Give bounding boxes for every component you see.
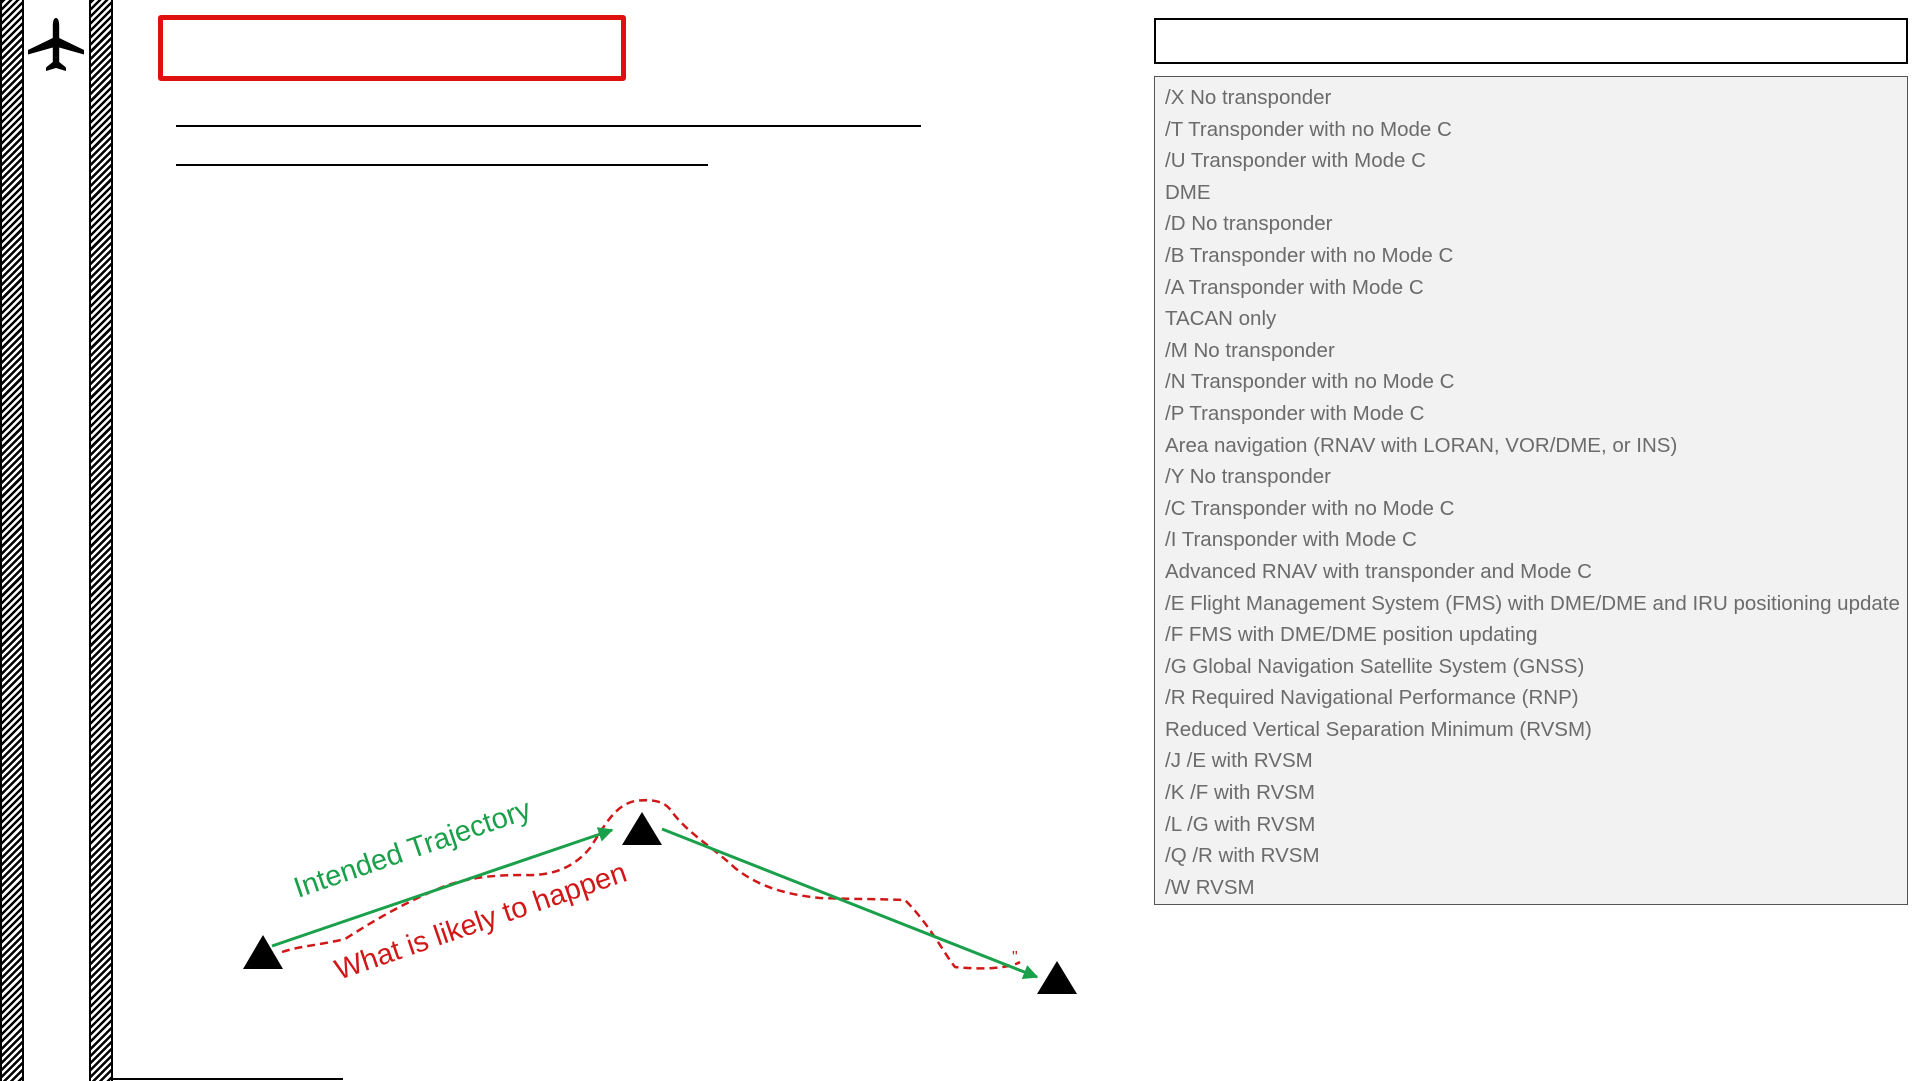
equipment-option[interactable]: /Q /R with RVSM (1165, 844, 1320, 868)
equipment-option[interactable]: /A Transponder with Mode C (1165, 275, 1424, 299)
equipment-option[interactable]: DME (1165, 180, 1211, 204)
equipment-option[interactable]: /G Global Navigation Satellite System (G… (1165, 654, 1585, 678)
blank-line-1 (176, 125, 921, 127)
equipment-option[interactable]: Reduced Vertical Separation Minimum (RVS… (1165, 717, 1592, 741)
blank-line-2 (176, 164, 708, 166)
equipment-option[interactable]: Area navigation (RNAV with LORAN, VOR/DM… (1165, 433, 1678, 457)
likely-path-label: What is likely to happen (331, 857, 631, 987)
equipment-option[interactable]: Advanced RNAV with transponder and Mode … (1165, 559, 1592, 583)
intended-trajectory-label: Intended Trajectory (290, 793, 536, 904)
equipment-option[interactable]: /J /E with RVSM (1165, 749, 1313, 773)
waypoint-triangle-start (243, 935, 283, 969)
equipment-option[interactable]: /X No transponder (1165, 86, 1332, 109)
equipment-option[interactable]: /T Transponder with no Mode C (1165, 117, 1452, 141)
intended-path-segment-1 (271, 827, 614, 948)
equipment-option[interactable]: /I Transponder with Mode C (1165, 528, 1417, 552)
equipment-option[interactable]: /W RVSM (1165, 875, 1255, 899)
title-placeholder-box[interactable] (158, 15, 626, 81)
equipment-option[interactable]: /D No transponder (1165, 212, 1333, 236)
equipment-option[interactable]: /B Transponder with no Mode C (1165, 243, 1454, 267)
equipment-option[interactable]: /Y No transponder (1165, 465, 1332, 489)
airplane-icon (28, 18, 84, 71)
equipment-option[interactable]: /E Flight Management System (FMS) with D… (1165, 591, 1900, 615)
equipment-option[interactable]: /L /G with RVSM (1165, 812, 1316, 836)
waypoint-triangle-end (1037, 961, 1077, 994)
waypoint-triangle-mid (622, 812, 662, 845)
likely-path-line (281, 798, 1021, 970)
equipment-option[interactable]: /K /F with RVSM (1165, 781, 1315, 805)
equipment-option[interactable]: /U Transponder with Mode C (1165, 149, 1426, 173)
equipment-option[interactable]: /R Required Navigational Performance (RN… (1165, 686, 1579, 710)
equipment-option[interactable]: /N Transponder with no Mode C (1165, 370, 1455, 394)
equipment-option[interactable]: /F FMS with DME/DME position updating (1165, 623, 1538, 647)
equipment-option[interactable]: /C Transponder with no Mode C (1165, 496, 1455, 520)
equipment-option[interactable]: /M No transponder (1165, 338, 1335, 362)
sidebar-stripe-right (89, 0, 113, 1081)
equipment-option[interactable]: /P Transponder with Mode C (1165, 401, 1425, 425)
bottom-rule (113, 1078, 343, 1080)
likely-path-mark: " (1012, 949, 1018, 966)
sidebar-stripe-left (0, 0, 24, 1081)
equipment-option[interactable]: TACAN only (1165, 307, 1277, 331)
equipment-listbox[interactable]: /X No transponder/T Transponder with no … (1154, 76, 1908, 905)
equipment-search-input[interactable] (1154, 18, 1908, 64)
intended-path-segment-2 (661, 827, 1039, 980)
